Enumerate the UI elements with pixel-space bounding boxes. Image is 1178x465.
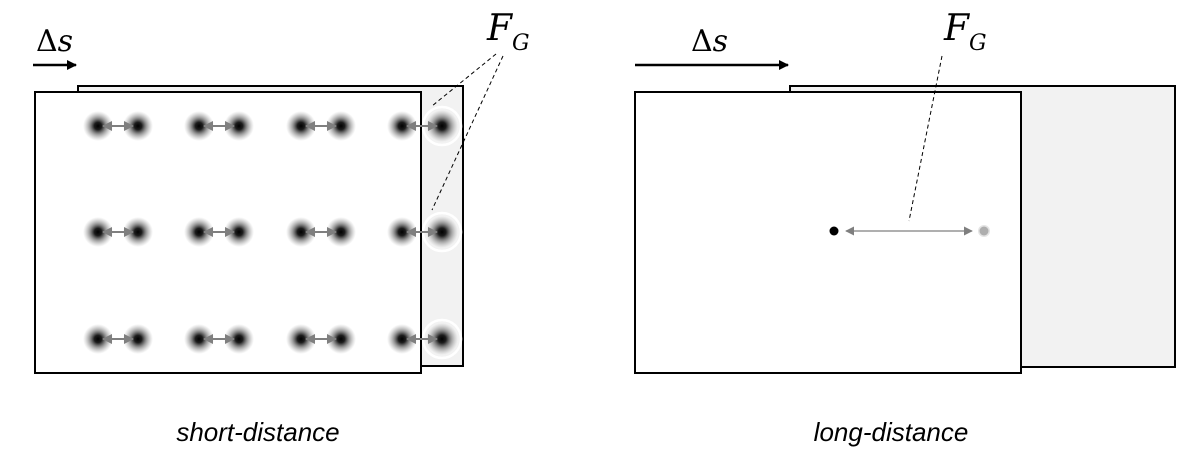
far-particle — [979, 226, 989, 236]
particle-blur-dot — [326, 324, 356, 354]
svg-text:FG: FG — [943, 8, 987, 56]
right-front-plate — [634, 91, 1022, 374]
caption-short-distance: short-distance — [176, 417, 339, 447]
force-label-main: F — [943, 8, 971, 49]
particle-blur-dot — [83, 111, 113, 141]
particle-blur-dot — [387, 324, 417, 354]
particle-blur-dot — [326, 111, 356, 141]
particle-blur-dot — [123, 217, 153, 247]
force-label-main: F — [486, 8, 514, 49]
particle-blur-dot — [326, 217, 356, 247]
left-panel: Δs FG short-distance — [33, 8, 530, 447]
particle-blur-dot — [426, 110, 458, 142]
shift-var: s — [58, 24, 73, 59]
shift-delta: Δ — [36, 24, 58, 59]
left-particle-pairs — [83, 111, 356, 354]
particle-blur-dot — [224, 111, 254, 141]
shift-delta: Δ — [691, 24, 713, 59]
leader-line — [431, 55, 504, 211]
particle-blur-dot — [184, 217, 214, 247]
particle-blur-dot — [184, 111, 214, 141]
particle-blur-dot — [286, 111, 316, 141]
particle-blur-dot — [224, 217, 254, 247]
particle-blur-dot — [426, 323, 458, 355]
right-panel: Δs FG long-distance — [634, 8, 1176, 447]
force-label-sub: G — [969, 31, 987, 56]
particle-blur-dot — [387, 217, 417, 247]
left-edge-particle-pairs — [387, 111, 438, 354]
far-particle-halo — [978, 225, 990, 237]
svg-text:FG: FG — [486, 8, 530, 56]
particle-blur-dot — [387, 111, 417, 141]
particle-blur-dot — [286, 217, 316, 247]
left-back-particles — [421, 105, 463, 360]
particle-blur-dot — [286, 324, 316, 354]
caption-long-distance: long-distance — [814, 417, 969, 447]
near-particle — [829, 226, 839, 236]
particle-blur-dot — [224, 324, 254, 354]
leader-line — [908, 55, 943, 222]
particle-blur-dot — [184, 324, 214, 354]
shift-var: s — [713, 24, 728, 59]
force-label-sub: G — [512, 31, 530, 56]
particle-blur-dot — [83, 324, 113, 354]
particle-blur-dot — [426, 216, 458, 248]
svg-text:Δs: Δs — [36, 24, 73, 59]
particle-blur-dot — [123, 111, 153, 141]
svg-text:Δs: Δs — [691, 24, 728, 59]
particle-blur-dot — [123, 324, 153, 354]
particle-blur-dot — [83, 217, 113, 247]
